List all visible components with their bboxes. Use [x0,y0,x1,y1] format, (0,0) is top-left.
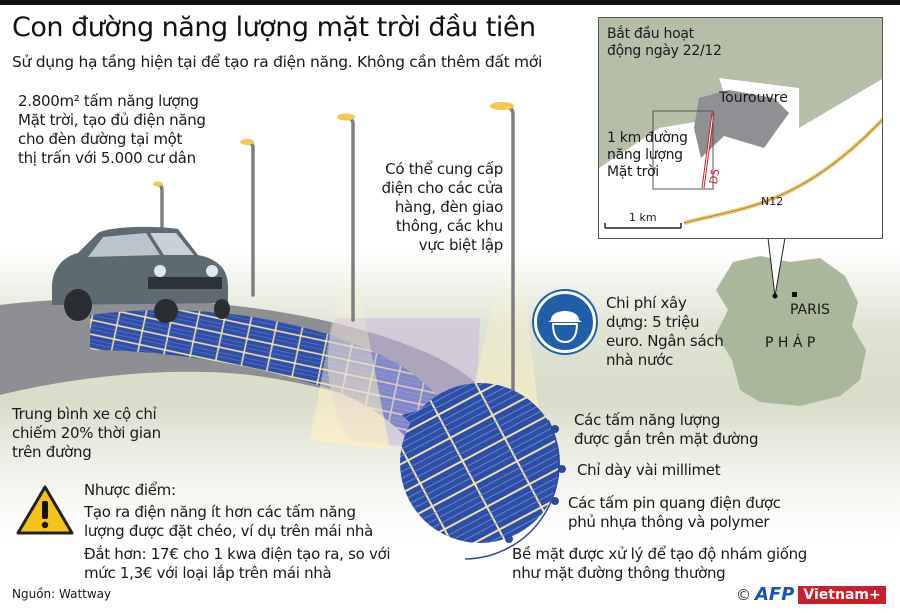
callout-area: 2.800m² tấm năng lượng Mặt trời, tạo đủ … [18,92,206,167]
feature-item: Các tấm pin quang điện được phủ nhựa thô… [568,494,781,531]
feature-dot [558,465,566,473]
map-road-code: D5 [706,167,723,186]
callout-cost: Chi phí xây dựng: 5 triệu euro. Ngân sác… [606,294,724,369]
drawbacks-heading: Nhược điểm: [84,481,176,499]
map-highway-label: N12 [761,195,784,208]
feature-dot [551,425,559,433]
map-road-label: 1 km đường năng lượng Mặt trời [607,130,688,180]
vietnamplus-logo: Vietnam+ [798,585,886,604]
callout-traffic: Trung bình xe cộ chỉ chiếm 20% thời gian… [12,405,161,461]
publisher-logo: © AFP Vietnam+ [736,584,886,605]
map-town-label: Tourouvre [719,90,788,106]
feature-dot [505,535,513,543]
top-bar [0,0,900,5]
feature-item: Bề mặt được xử lý để tạo độ nhám giống n… [512,545,808,582]
feature-item: Chỉ dày vài millimet [577,461,721,479]
car [52,226,230,323]
copyright-symbol: © [736,585,751,604]
france-label: P H Á P [765,335,816,351]
paris-label: PARIS [790,302,830,318]
map-scale-label: 1 km [629,211,657,224]
france-map [716,256,866,406]
drawback-item: Tạo ra điện năng ít hơn các tấm năng lượ… [84,503,374,540]
page-title: Con đường năng lượng mặt trời đầu tiên [12,12,536,43]
drawback-item: Đắt hơn: 17€ cho 1 kwa điện tạo ra, so v… [84,545,391,582]
afp-logo: AFP [755,584,795,605]
feature-dot [551,497,559,505]
locator-map: Bắt đầu hoạt động ngày 22/12 Tourouvre 1… [598,17,883,239]
map-start-date: Bắt đầu hoạt động ngày 22/12 [607,26,722,59]
page-subtitle: Sử dụng hạ tầng hiện tại để tạo ra điện … [12,53,542,71]
warning-triangle-icon [16,484,74,540]
source-label: Nguồn: Wattway [12,587,112,601]
feature-item: Các tấm năng lượng được gắn trên mặt đườ… [574,411,759,448]
callout-supply: Có thể cung cấp điện cho các cửa hàng, đ… [381,160,504,254]
hard-hat-icon [534,291,596,353]
